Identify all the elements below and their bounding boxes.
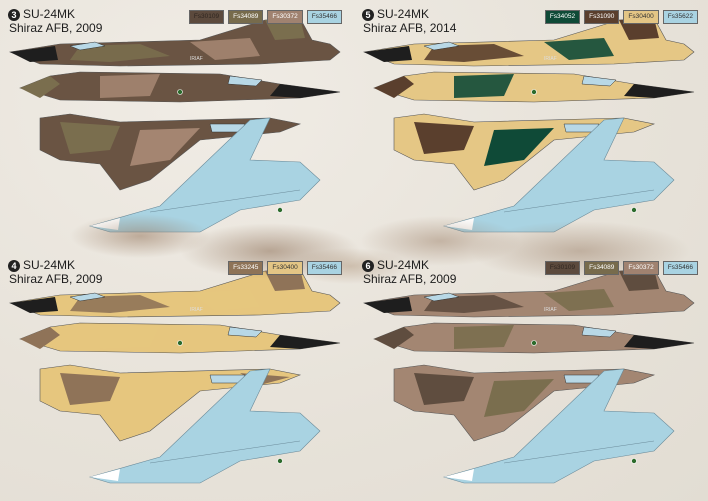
color-swatch: Fs31090 xyxy=(584,10,620,24)
color-swatch: Fs35622 xyxy=(662,10,698,24)
aircraft-model: SU-24MK xyxy=(23,258,76,272)
smudge-blur xyxy=(20,196,690,306)
side-profile-right xyxy=(19,71,341,103)
color-swatch: Fs30372 xyxy=(623,261,659,275)
color-swatch: Fs34089 xyxy=(584,261,620,275)
color-swatch: Fs30400 xyxy=(267,261,303,275)
bottom-view xyxy=(442,368,675,484)
color-swatch: Fs35466 xyxy=(306,261,342,275)
marking-text: IRIAF xyxy=(190,56,203,62)
bottom-view xyxy=(88,368,321,484)
color-swatch: Fs35466 xyxy=(662,261,698,275)
side-profile-right xyxy=(373,71,695,103)
aircraft-model: SU-24MK xyxy=(23,7,76,21)
top-view xyxy=(393,113,656,191)
side-profile-left: IRIAF xyxy=(8,17,341,67)
profile-number-badge: 3 xyxy=(8,8,20,21)
aircraft-model: SU-24MK xyxy=(377,258,430,272)
color-swatch: Fs35466 xyxy=(306,10,342,24)
color-swatch: Fs30109 xyxy=(188,10,225,24)
color-swatch: Fs34089 xyxy=(228,10,264,24)
base-and-year: Shiraz AFB, 2009 xyxy=(9,21,103,35)
top-view xyxy=(39,113,302,191)
color-swatch: Fs30400 xyxy=(623,10,659,24)
aircraft-model: SU-24MK xyxy=(377,7,430,21)
profile-number-badge: 6 xyxy=(362,259,374,272)
aircraft-art: IRIAF xyxy=(8,17,341,233)
color-swatch: Fs33245 xyxy=(228,261,264,275)
base-and-year: Shiraz AFB, 2009 xyxy=(363,272,457,286)
side-profile-right xyxy=(19,322,341,354)
color-swatch: Fs30372 xyxy=(267,10,303,24)
base-and-year: Shiraz AFB, 2014 xyxy=(363,21,457,35)
marking-text: IRIAF xyxy=(544,307,557,313)
base-and-year: Shiraz AFB, 2009 xyxy=(9,272,103,286)
marking-text: IRIAF xyxy=(190,307,203,313)
profile-number-badge: 5 xyxy=(362,8,374,21)
color-swatch: Fs30109 xyxy=(544,261,581,275)
marking-text: IRIAF xyxy=(544,56,557,62)
color-swatch: Fs34052 xyxy=(544,10,581,24)
profile-number-badge: 4 xyxy=(8,259,20,272)
side-profile-left: IRIAF xyxy=(362,17,695,67)
side-profile-right xyxy=(373,322,695,354)
